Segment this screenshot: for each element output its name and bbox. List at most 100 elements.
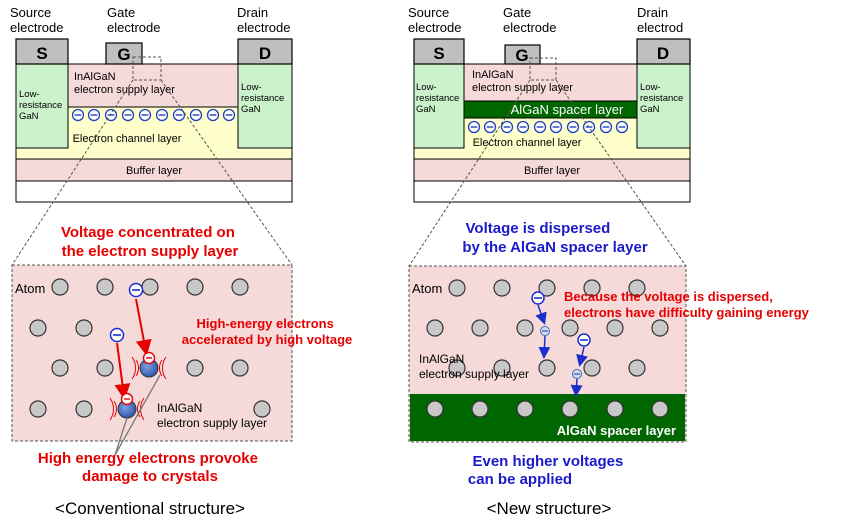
electron-icon [615,120,629,134]
electron-icon [189,108,203,122]
zoom-supply-label: InAlGaN electron supply layer [419,352,529,381]
drain-letter: D [657,44,669,63]
electron-icon [87,108,101,122]
atom-icon [231,278,249,296]
source-electrode [15,38,69,65]
atom-icon [561,319,579,337]
atom-icon [651,400,669,418]
atom-icon [583,279,601,297]
source-letter: S [36,44,47,63]
spacer-layer-label: AlGaN spacer layer [511,102,624,117]
new-headline: Voltage is dispersed by the AlGaN spacer… [462,220,648,256]
drain-letter: D [259,44,271,63]
high-energy-callout: High-energy electrons accelerated by hig… [182,316,353,347]
electron-icon [483,120,497,134]
atom-icon [628,359,646,377]
conventional-caption: <Conventional structure> [55,499,245,518]
atom-icon [186,278,204,296]
electron-icon [222,108,236,122]
new-zoom-panel: Atom Because the voltage is dispersed, e… [408,265,810,443]
atom-icon [448,359,466,377]
electron-icon [500,120,514,134]
substrate-layer [413,180,691,203]
electron-icon [121,108,135,122]
atom-label: Atom [15,281,45,296]
conventional-zoom-panel: Atom High-energy elect [11,264,353,456]
atom-icon [75,319,93,337]
electron-icon [599,120,613,134]
supply-layer-label: InAlGaN electron supply layer [74,71,175,96]
atom-icon [516,400,534,418]
low-resistance-gan-left-label: Low- resistance GaN [416,82,462,115]
low-resistance-gan-right [237,63,293,149]
electron-icon [516,120,530,134]
low-resistance-gan-left [15,63,69,149]
atom-icon [606,400,624,418]
atom-label: Atom [412,281,442,296]
atom-icon [538,359,556,377]
channel-layer-label: Electron channel layer [473,137,582,149]
atom-icon [141,278,159,296]
drain-electrode [636,38,691,65]
zoom-projection-line-left [408,79,531,267]
atom-icon [583,359,601,377]
buffer-layer-label: Buffer layer [126,165,182,177]
atom-icon [186,359,204,377]
atom-icon [561,400,579,418]
atom-icon [516,319,534,337]
low-resistance-gan-right-label: Low- resistance GaN [241,82,287,115]
electron-icon [71,108,85,122]
channel-layer-label: Electron channel layer [73,133,182,145]
gate-electrode [504,44,541,65]
zoom-spacer-layer [410,394,685,441]
zoom-projection-line-right [555,79,687,267]
dispersed-callout: Because the voltage is dispersed, electr… [564,289,810,320]
source-electrode-label: Source electrode [408,5,461,35]
atom-icon [426,400,444,418]
supply-layer-label: InAlGaN electron supply layer [472,69,573,94]
source-electrode [413,38,465,65]
atom-icon [253,400,271,418]
higher-voltage-headline: Even higher voltages can be applied [468,453,628,488]
damage-headline: High energy electrons provoke damage to … [38,450,262,485]
damage-pointer-1 [114,374,161,456]
conventional-atom-grid [29,278,271,418]
new-atom-grid [426,279,669,418]
atom-icon [29,319,47,337]
atom-icon [231,359,249,377]
zoom-spacer-label: AlGaN spacer layer [557,423,676,438]
low-resistance-gan-left-label: Low- resistance GaN [19,89,65,122]
new-2deg-electrons [467,120,629,134]
atom-icon [471,319,489,337]
atom-icon [75,400,93,418]
conventional-2deg-electrons [71,108,236,122]
damaged-atom-2 [109,392,145,421]
atom-icon [29,400,47,418]
gate-electrode-label: Gate electrode [503,5,556,35]
damaged-atom-1 [131,351,167,380]
atom-icon [493,279,511,297]
atom-icon [448,279,466,297]
atom-icon [96,278,114,296]
low-resistance-gan-right-label: Low- resistance GaN [640,82,686,115]
electron-icon [533,120,547,134]
source-letter: S [433,44,444,63]
electron-path-1 [135,298,152,356]
electron-icon [138,108,152,122]
drain-electrode-label: Drain electrod [637,5,683,35]
low-resistance-gan-left [413,63,465,149]
electron-icon [549,120,563,134]
gate-letter: G [117,45,130,64]
conventional-device: Source electrode Gate electrode Drain el… [10,5,293,266]
source-electrode-label: Source electrode [10,5,63,35]
atom-icon [538,279,556,297]
electron-icon [172,108,186,122]
atom-icon [651,319,669,337]
damage-pointer-2 [114,417,128,456]
zoom-projection-line-right [160,79,293,266]
atom-icon [96,359,114,377]
gate-letter: G [515,46,528,65]
substrate-layer [15,180,293,203]
zoom-supply-label: InAlGaN electron supply layer [157,401,267,430]
